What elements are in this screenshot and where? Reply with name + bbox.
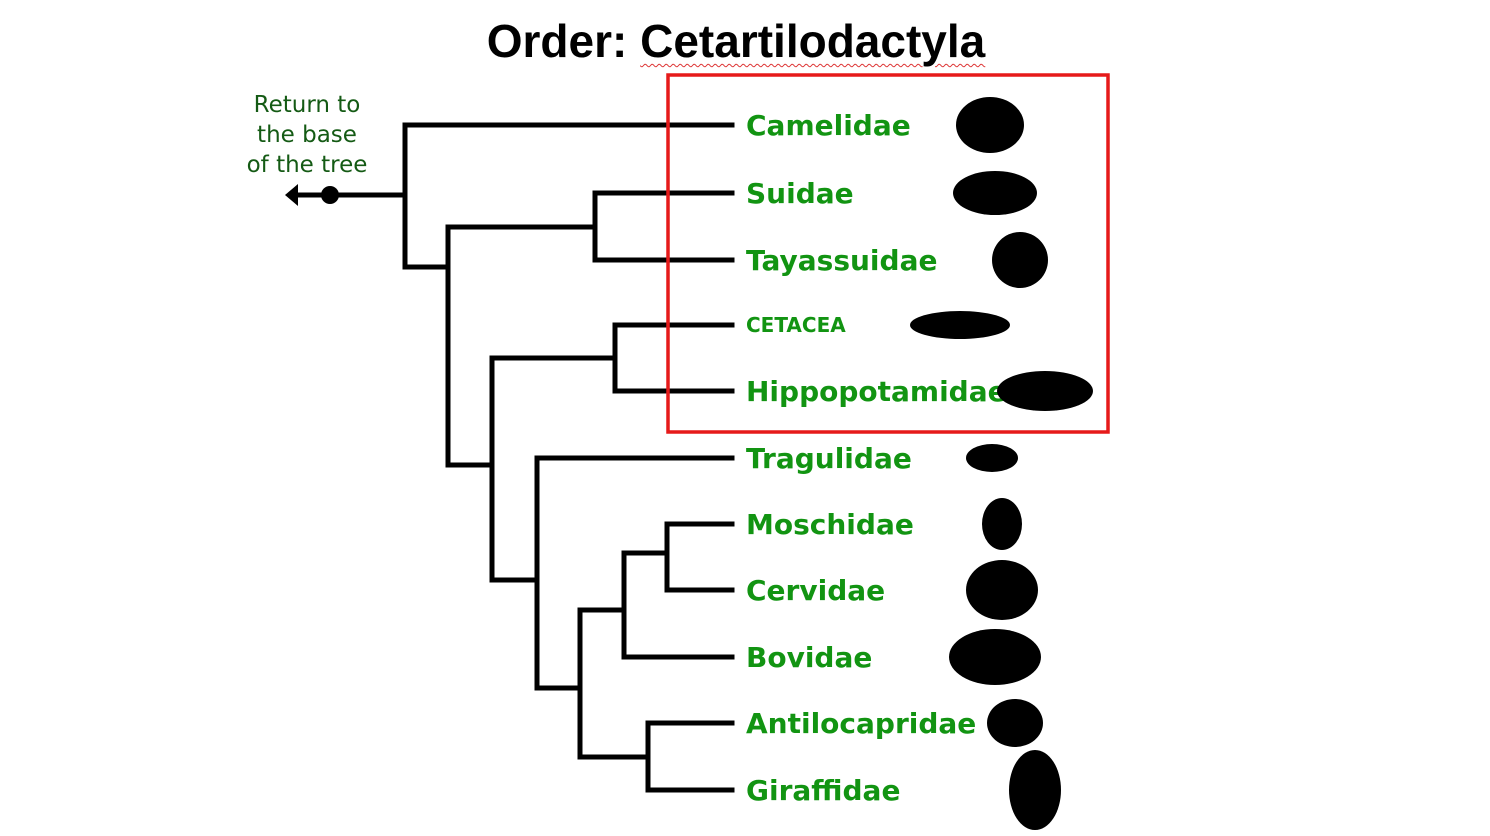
highlight-box — [666, 73, 1110, 434]
animal-silhouette-icon — [997, 371, 1093, 411]
return-line-1: Return to — [253, 92, 361, 118]
animal-silhouette-icon — [987, 699, 1043, 747]
animal-silhouette-icon — [1009, 750, 1061, 830]
taxon-label[interactable]: Moschidae — [746, 508, 914, 541]
return-line-3: of the tree — [246, 152, 368, 178]
taxon-label[interactable]: Tragulidae — [746, 442, 912, 475]
taxon-label[interactable]: Suidae — [746, 177, 854, 210]
taxon-label[interactable]: CETACEA — [746, 313, 846, 337]
taxon-label[interactable]: Camelidae — [746, 109, 911, 142]
animal-silhouette-icon — [966, 444, 1018, 472]
taxon-label[interactable]: Tayassuidae — [746, 244, 937, 277]
root-node-dot — [321, 186, 339, 204]
taxon-label[interactable]: Cervidae — [746, 574, 885, 607]
animal-silhouette-icon — [949, 629, 1041, 685]
taxon-label[interactable]: Hippopotamidae — [746, 375, 1007, 408]
slide-title: Order: Cetartilodactyla — [0, 14, 1472, 68]
taxon-label[interactable]: Bovidae — [746, 641, 872, 674]
return-to-base-link[interactable]: Return to the base of the tree — [232, 90, 382, 180]
taxon-label[interactable]: Giraffidae — [746, 774, 900, 807]
animal-silhouette-icon — [966, 560, 1038, 620]
animal-silhouette-icon — [956, 97, 1024, 153]
animal-silhouette-icon — [910, 311, 1010, 339]
title-prefix: Order: — [486, 15, 641, 67]
animal-silhouette-icon — [953, 171, 1037, 215]
animal-silhouette-icon — [982, 498, 1022, 550]
taxon-label[interactable]: Antilocapridae — [746, 707, 976, 740]
return-line-2: the base — [257, 122, 357, 148]
animal-silhouette-icon — [992, 232, 1048, 288]
tree-branches — [297, 122, 735, 793]
arrow-left-icon[interactable] — [285, 184, 298, 206]
title-order-name: Cetartilodactyla — [640, 15, 986, 67]
